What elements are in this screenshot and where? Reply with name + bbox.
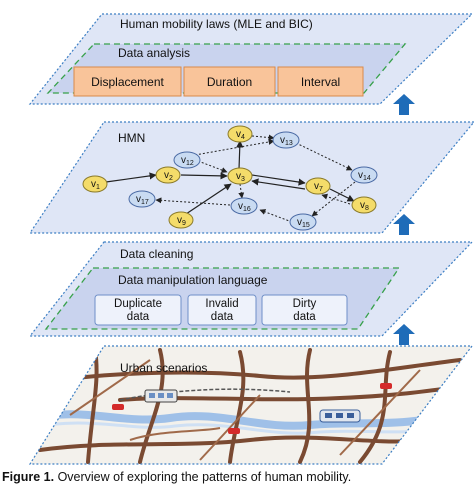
node-v8: v8	[351, 196, 377, 214]
invalid-data-box: Invalid data	[187, 294, 257, 326]
figure-label: Figure 1.	[2, 470, 55, 484]
layer2-title: HMN	[118, 131, 145, 145]
edge-v14-v15	[311, 181, 356, 217]
svg-text:data: data	[127, 311, 150, 323]
edge-v7-v8	[329, 188, 355, 202]
car-icon	[380, 383, 392, 389]
svg-text:Duration: Duration	[207, 75, 252, 89]
layer-urban-scenarios: Urban scenarios	[28, 345, 474, 465]
node-v17: v17	[128, 190, 156, 208]
svg-text:data: data	[293, 311, 316, 323]
layer3-box-title: Data manipulation language	[118, 273, 268, 287]
layer3-title: Data cleaning	[120, 247, 193, 261]
tram-icon	[144, 389, 178, 403]
edge-v2-v3	[180, 172, 228, 180]
node-label: v17	[136, 194, 149, 206]
node-label: v2	[164, 170, 173, 182]
node-v15: v15	[289, 213, 317, 231]
train-icon	[319, 409, 361, 423]
node-label: v3	[236, 171, 245, 183]
edge-v3-v7-b	[251, 178, 306, 190]
node-v14: v14	[350, 166, 378, 184]
node-v16: v16	[230, 197, 258, 215]
node-v13: v13	[272, 131, 300, 149]
layer-data-cleaning: Data cleaning Data manipulation language…	[28, 241, 474, 337]
car-icon	[112, 404, 124, 410]
duplicate-data-box: Duplicate data	[94, 294, 182, 326]
node-label: v15	[297, 217, 310, 229]
node-v3: v3	[227, 167, 253, 185]
hmn-edges	[105, 134, 356, 223]
dirty-data-box: Dirty data	[261, 294, 348, 326]
layer4-title: Urban scenarios	[120, 361, 207, 375]
layer-human-mobility-laws: Human mobility laws (MLE and BIC) Data a…	[28, 13, 474, 105]
node-v4: v4	[227, 125, 253, 143]
up-arrow-icon	[393, 94, 415, 115]
edge-v12-v13	[194, 138, 275, 156]
edge-v1-v2	[105, 172, 157, 183]
node-v7: v7	[305, 177, 331, 195]
node-v9: v9	[168, 211, 194, 229]
svg-text:Invalid: Invalid	[205, 298, 238, 310]
edge-v8-v7	[321, 193, 351, 205]
hmn-nodes: v1 v2 v3 v4 v7 v8 v9 v12 v13 v14 v15 v16 v17	[82, 125, 378, 231]
svg-text:Duplicate: Duplicate	[114, 298, 162, 310]
up-arrow-icon	[393, 214, 415, 235]
svg-text:Dirty: Dirty	[293, 298, 317, 310]
node-label: v8	[360, 200, 369, 212]
node-label: v13	[280, 135, 293, 147]
node-v2: v2	[155, 166, 181, 184]
up-arrow-icon	[393, 324, 415, 345]
node-label: v7	[314, 181, 323, 193]
figure-caption: Figure 1. Overview of exploring the patt…	[2, 470, 472, 485]
figure-caption-text: Overview of exploring the patterns of hu…	[54, 470, 352, 484]
layer1-box-title: Data analysis	[118, 46, 190, 60]
svg-text:Displacement: Displacement	[91, 75, 164, 89]
edge-v12-v3	[197, 160, 228, 173]
node-label: v12	[181, 155, 194, 167]
node-v12: v12	[173, 151, 201, 169]
edge-v3-v4	[236, 140, 244, 170]
city-map-image	[30, 348, 472, 464]
node-label: v16	[238, 201, 251, 213]
duration-box: Duration	[183, 66, 276, 97]
node-v1: v1	[82, 175, 108, 193]
layer1-title: Human mobility laws (MLE and BIC)	[120, 17, 313, 31]
edge-v9-v3	[185, 183, 232, 215]
node-label: v9	[177, 215, 186, 227]
svg-text:Interval: Interval	[301, 75, 340, 89]
displacement-box: Displacement	[73, 66, 182, 97]
edge-v15-v16	[259, 209, 293, 223]
edge-v16-v17	[155, 197, 231, 206]
car-icon	[228, 428, 240, 434]
interval-box: Interval	[277, 66, 364, 97]
node-label: v4	[236, 129, 245, 141]
node-label: v14	[358, 170, 371, 182]
node-label: v1	[91, 179, 100, 191]
edge-v3-v7-a	[251, 174, 306, 186]
svg-text:data: data	[211, 311, 234, 323]
